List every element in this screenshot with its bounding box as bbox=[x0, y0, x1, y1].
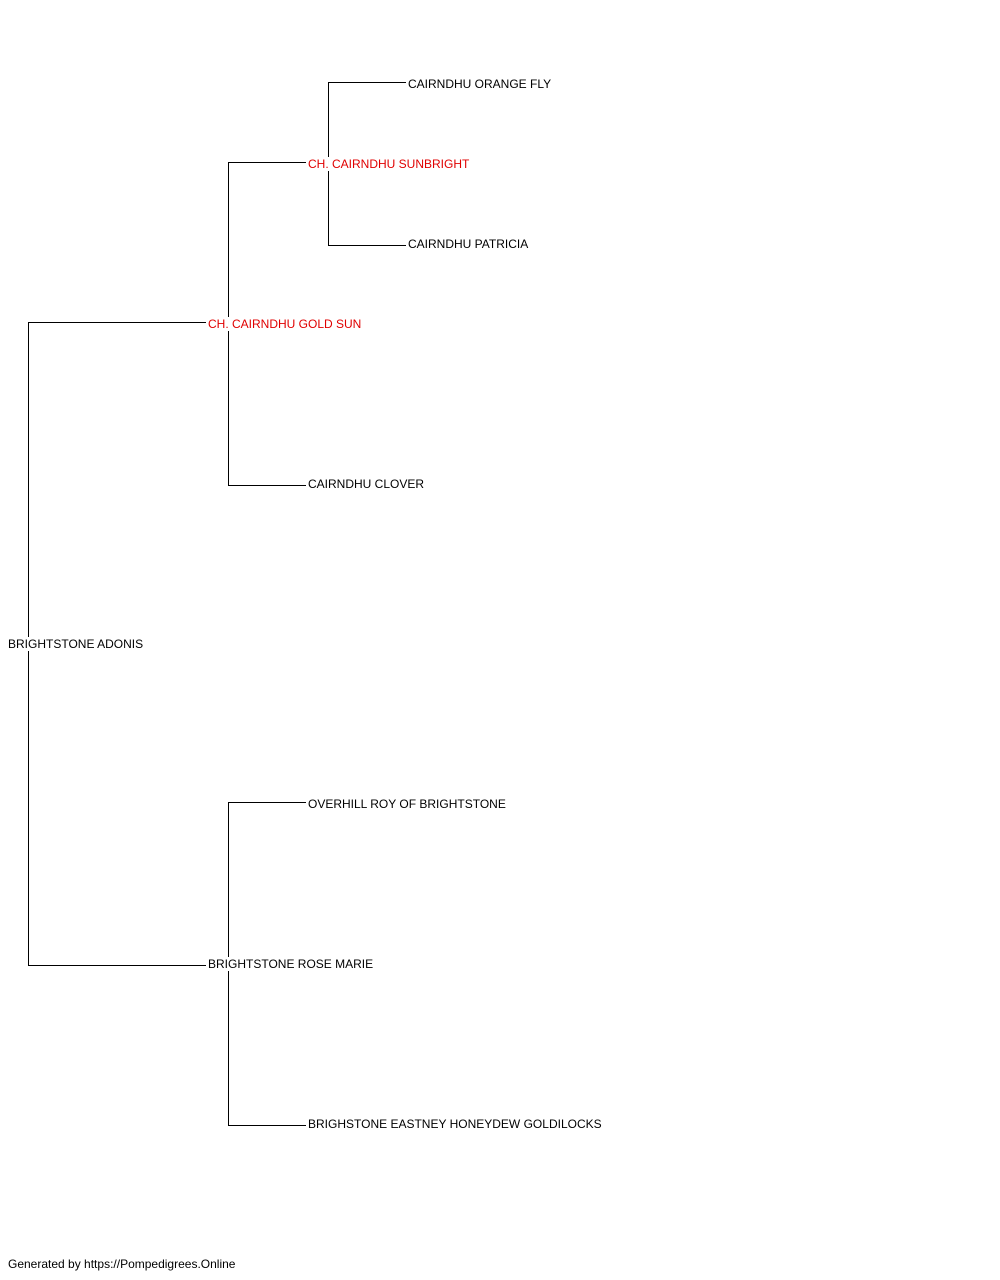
sire-sire-sire-name: CAIRNDHU ORANGE FLY bbox=[407, 77, 553, 91]
dam-sire-name: OVERHILL ROY OF BRIGHTSTONE bbox=[307, 797, 507, 811]
sire-name: CH. CAIRNDHU GOLD SUN bbox=[207, 317, 363, 331]
sire-dam-name: CAIRNDHU CLOVER bbox=[307, 477, 426, 491]
sire-sire-dam-name: CAIRNDHU PATRICIA bbox=[407, 237, 530, 251]
dam-dam-name: BRIGHSTONE EASTNEY HONEYDEW GOLDILOCKS bbox=[307, 1117, 603, 1131]
subject-name: BRIGHTSTONE ADONIS bbox=[7, 637, 145, 651]
sire-sire-name: CH. CAIRNDHU SUNBRIGHT bbox=[307, 157, 471, 171]
generator-credit: Generated by https://Pompedigrees.Online bbox=[8, 1257, 236, 1271]
dam-name: BRIGHTSTONE ROSE MARIE bbox=[207, 957, 375, 971]
